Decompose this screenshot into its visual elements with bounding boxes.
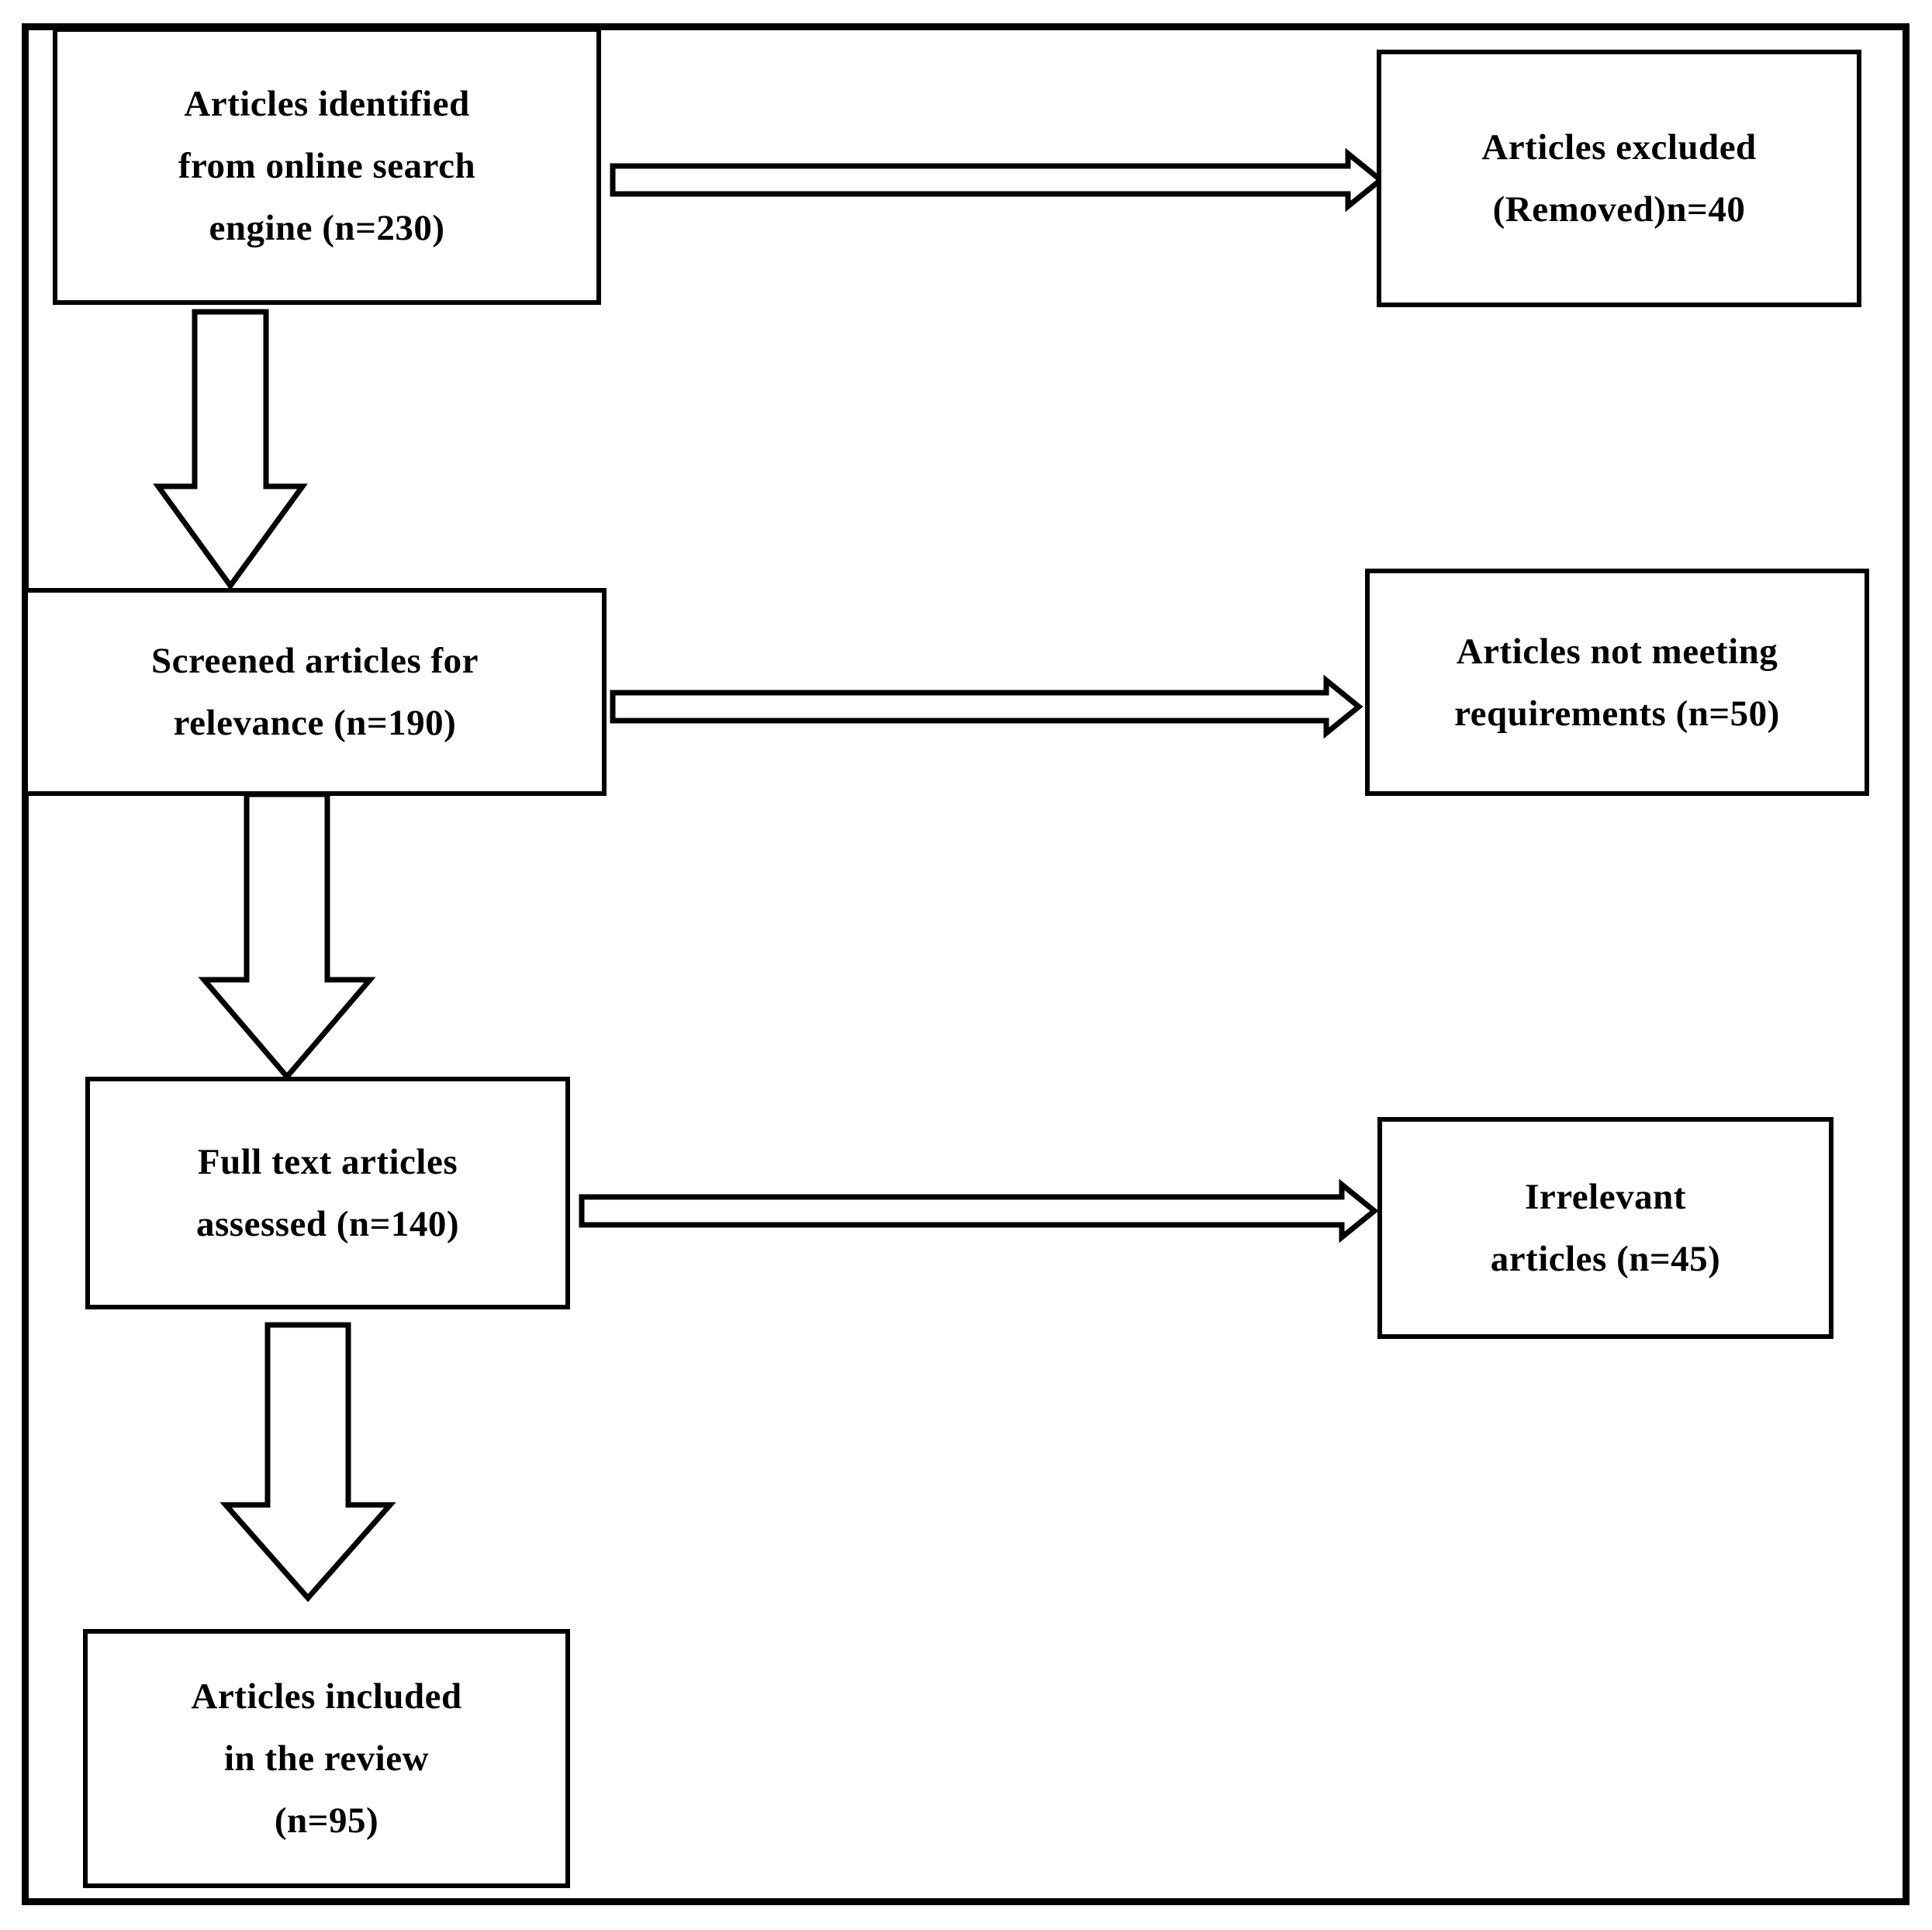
right-arrow-icon [610, 147, 1385, 213]
box-text-line: Articles not meeting [1456, 631, 1778, 672]
box-text-line: Screened articles for [150, 641, 479, 681]
box-irrelevant-articles: Irrelevant articles (n=45) [1377, 1117, 1833, 1339]
box-text-line: requirements (n=50) [1454, 693, 1780, 734]
box-text-line: (n=95) [274, 1800, 379, 1841]
box-text-line: Articles identified [184, 84, 470, 124]
box-articles-included: Articles included in the review (n=95) [83, 1629, 570, 1888]
right-arrow-icon [610, 674, 1363, 739]
box-text-line: Irrelevant [1525, 1177, 1686, 1217]
right-arrow-icon [579, 1178, 1379, 1243]
box-text-line: articles (n=45) [1490, 1239, 1721, 1279]
box-text-line: in the review [223, 1738, 430, 1779]
box-text-line: from online search [178, 146, 476, 186]
down-arrow-icon [198, 791, 376, 1081]
box-text-line: (Removed)n=40 [1492, 189, 1746, 230]
box-articles-not-meeting: Articles not meeting requirements (n=50) [1365, 569, 1869, 796]
box-fulltext-assessed: Full text articles assessed (n=140) [85, 1077, 570, 1309]
box-articles-identified: Articles identified from online search e… [53, 27, 601, 305]
outer-border [22, 23, 1910, 1905]
down-arrow-icon [219, 1322, 396, 1603]
box-text-line: Full text articles [197, 1142, 458, 1182]
box-text-line: relevance (n=190) [173, 703, 457, 743]
box-screened-articles: Screened articles for relevance (n=190) [23, 588, 607, 796]
box-text-line: assessed (n=140) [196, 1204, 459, 1244]
box-text-line: Articles excluded [1481, 127, 1757, 168]
box-text-line: Articles included [191, 1676, 462, 1717]
down-arrow-icon [153, 309, 308, 590]
box-articles-excluded: Articles excluded (Removed)n=40 [1377, 50, 1861, 307]
box-text-line: engine (n=230) [209, 208, 445, 248]
